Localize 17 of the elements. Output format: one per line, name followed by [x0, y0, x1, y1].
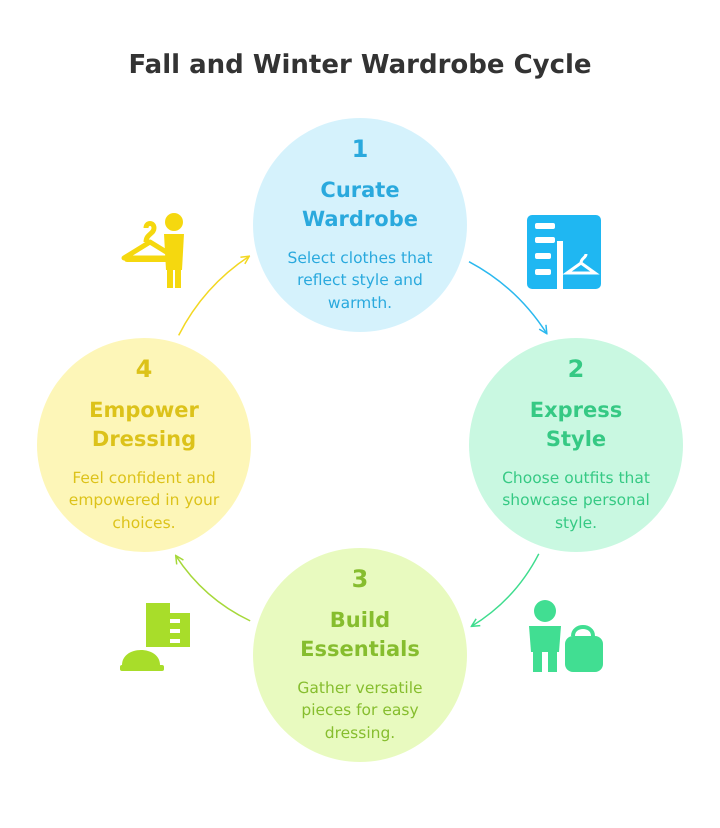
title: Fall and Winter Wardrobe Cycle [127, 50, 593, 80]
step-description: Feel confident and empowered in your choices. [68, 468, 220, 534]
step-number: 4 [136, 356, 152, 382]
step-heading: Build Essentials [299, 607, 421, 664]
step-heading: Empower Dressing [88, 397, 200, 454]
step-description: Select clothes that reflect style and warmth. [286, 248, 434, 314]
curved-arrow [468, 261, 548, 334]
curved-arrow [470, 553, 540, 628]
step-description: Gather versatile pieces for easy dressing. [296, 678, 424, 744]
step-number: 1 [352, 136, 368, 162]
step-heading: Curate Wardrobe [300, 177, 420, 234]
step-number: 3 [352, 566, 368, 592]
step-description: Choose outfits that showcase personal style. [501, 468, 651, 534]
step-heading: Express Style [528, 397, 624, 454]
step-number: 2 [568, 356, 584, 382]
curved-arrow [174, 554, 251, 622]
curved-arrow [178, 255, 250, 336]
